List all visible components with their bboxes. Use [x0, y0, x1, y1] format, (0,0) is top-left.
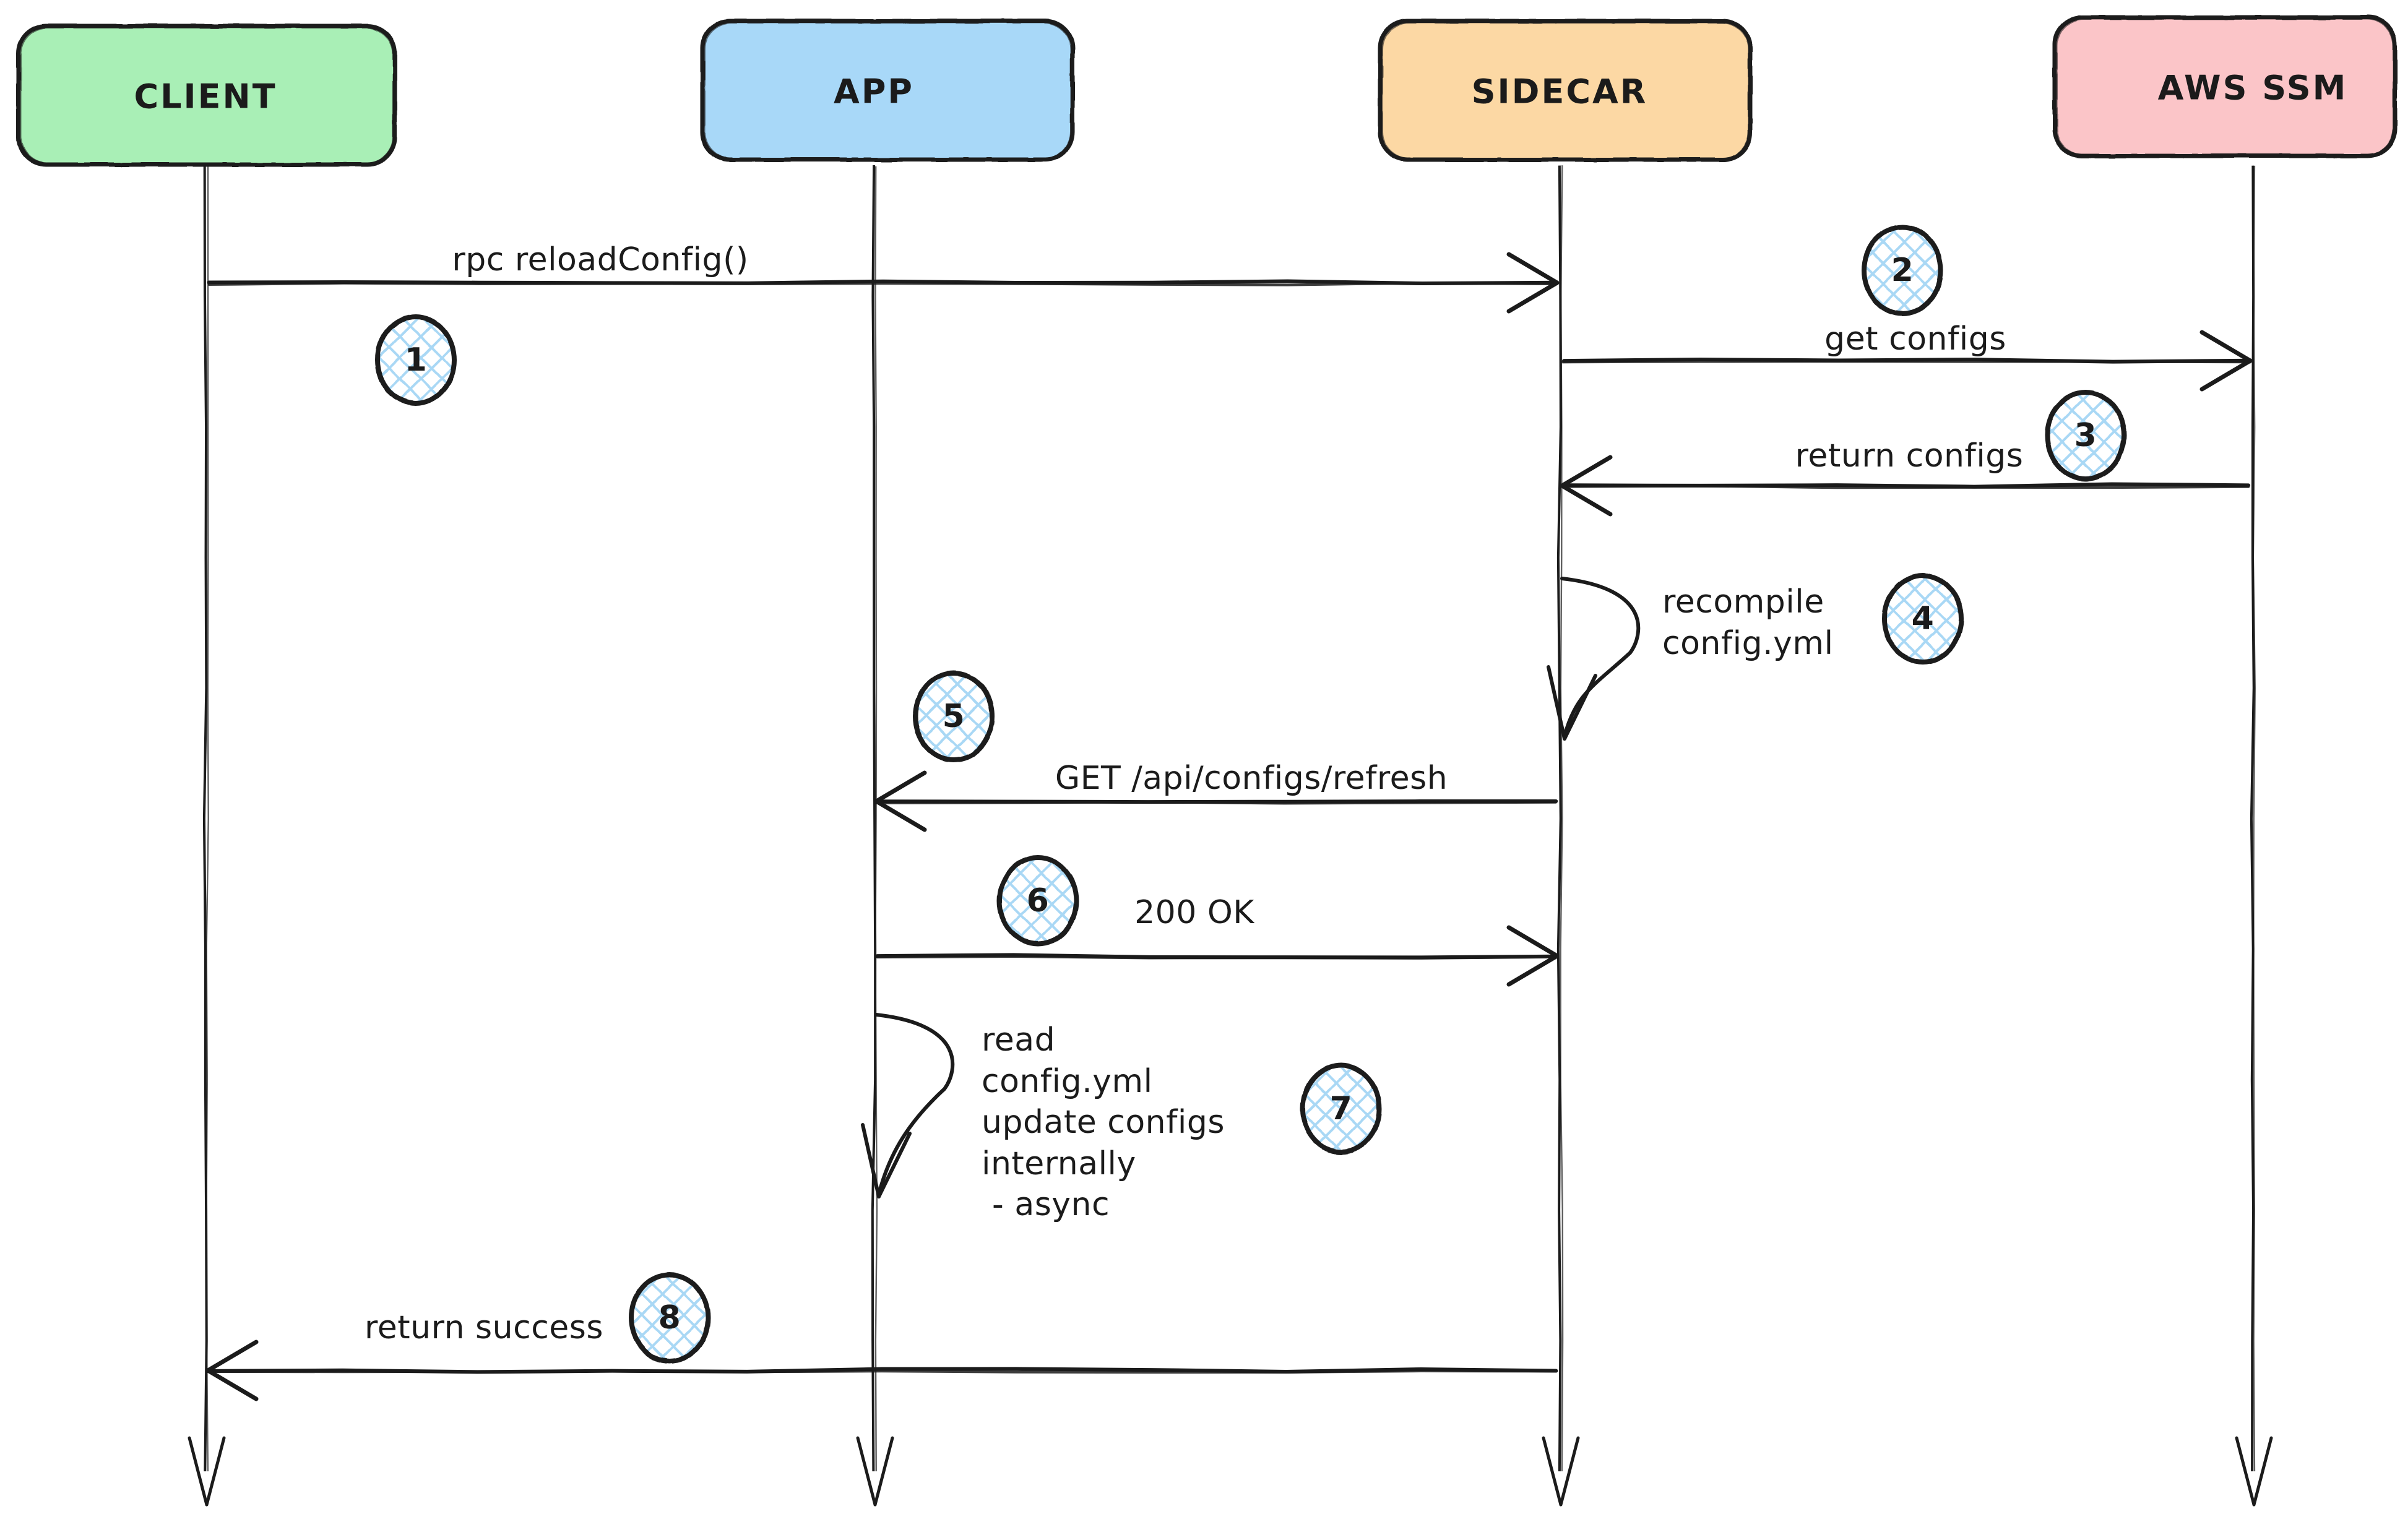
step-badge-circle-2: [1862, 225, 1943, 316]
step-badge-6: 6: [1026, 882, 1050, 919]
actor-label-client: CLIENT: [134, 77, 277, 116]
step-badge-5: 5: [942, 698, 965, 735]
message-arrow-1[interactable]: [207, 252, 1560, 314]
message-arrow-4[interactable]: [1547, 577, 1641, 741]
actor-label-app: APP: [834, 72, 914, 111]
actor-label-awsssm: AWS SSM: [2157, 68, 2348, 108]
actor-box-client[interactable]: [16, 24, 397, 167]
step-badge-4: 4: [1911, 600, 1935, 637]
actor-box-sidecar[interactable]: [1378, 19, 1753, 162]
lifeline-sidecar: [1542, 165, 1580, 1507]
actor-box-app[interactable]: [700, 19, 1075, 162]
step-badge-8: 8: [658, 1299, 681, 1336]
step-badge-circle-3: [2045, 390, 2126, 481]
step-badge-circle-5: [913, 671, 995, 762]
message-label-5: GET /api/configs/refresh: [1055, 760, 1448, 797]
actor-label-sidecar: SIDECAR: [1471, 72, 1648, 111]
message-label-6: 200 OK: [1134, 894, 1254, 931]
step-badge-circle-4: [1882, 573, 1964, 665]
step-badge-2: 2: [1891, 252, 1914, 289]
message-arrow-5[interactable]: [874, 770, 1558, 832]
step-badge-3: 3: [2074, 417, 2097, 454]
message-arrow-6[interactable]: [875, 925, 1560, 987]
message-arrow-8[interactable]: [205, 1340, 1558, 1401]
step-badge-circle-1: [375, 314, 457, 406]
lifeline-app: [856, 165, 894, 1507]
lifeline-client: [188, 165, 226, 1507]
actor-box-awsssm[interactable]: [2052, 15, 2398, 158]
message-arrow-2[interactable]: [1561, 330, 2253, 392]
message-label-1: rpc reloadConfig(): [452, 241, 749, 278]
message-label-3: return configs: [1795, 437, 2024, 475]
message-arrow-7[interactable]: [861, 1013, 955, 1198]
lifeline-awsssm: [2235, 165, 2273, 1507]
step-badge-1: 1: [404, 342, 428, 379]
step-badge-circle-8: [629, 1272, 710, 1364]
step-badge-circle-7: [1300, 1063, 1382, 1155]
step-badge-7: 7: [1329, 1090, 1353, 1127]
step-badge-circle-6: [997, 855, 1079, 947]
message-label-2: get configs: [1824, 320, 2006, 358]
message-label-8: return success: [365, 1309, 603, 1346]
message-arrow-3[interactable]: [1560, 455, 2251, 517]
